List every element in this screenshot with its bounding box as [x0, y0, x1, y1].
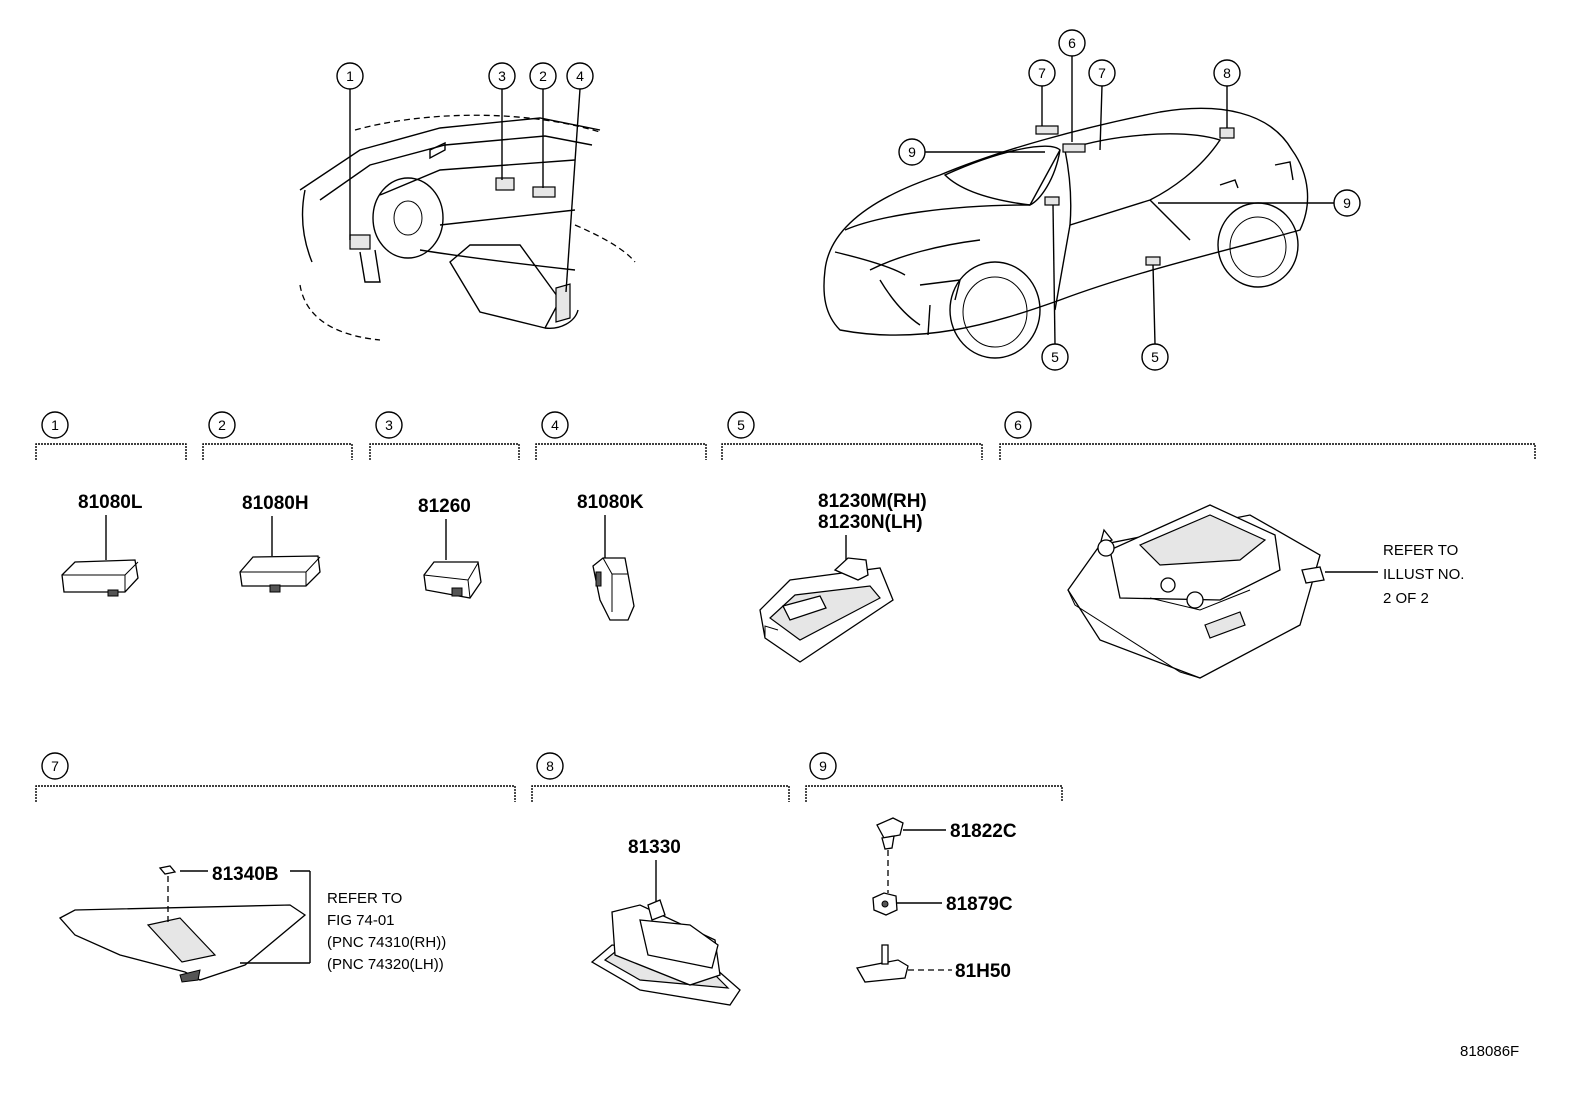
svg-text:9: 9: [908, 144, 916, 160]
svg-text:5: 5: [1151, 349, 1159, 365]
car-callouts: 6 7 7 8 9 9 5: [898, 29, 1361, 371]
section-5-part: 81230M(RH) 81230N(LH): [759, 491, 927, 663]
car-illustration: [823, 107, 1309, 359]
section-8-part: 81330: [590, 837, 741, 1006]
part-label-81080L: 81080L: [78, 492, 143, 513]
svg-text:5: 5: [737, 417, 745, 433]
svg-text:4: 4: [576, 68, 584, 84]
section-8-header: 8: [531, 752, 790, 802]
part-label-81230M: 81230M(RH): [818, 491, 927, 512]
part-label-81H50: 81H50: [955, 961, 1011, 982]
callout-6-car: 6: [1058, 29, 1086, 142]
section-1-part: 81080L: [61, 492, 143, 597]
callout-5-car-left: 5: [1041, 204, 1069, 371]
part-label-81822C: 81822C: [950, 821, 1017, 842]
section-3-part: 81260: [418, 496, 482, 599]
part-label-81879C: 81879C: [946, 894, 1013, 915]
part-label-81330: 81330: [628, 837, 681, 858]
section-9-parts: 81822C 81879C 81H50: [855, 817, 1017, 983]
svg-text:5: 5: [1051, 349, 1059, 365]
svg-text:6: 6: [1068, 35, 1076, 51]
svg-text:3: 3: [498, 68, 506, 84]
part-label-81230N: 81230N(LH): [818, 512, 923, 533]
refer-note-7-line3: (PNC 74310(RH)): [327, 934, 446, 951]
svg-text:9: 9: [819, 758, 827, 774]
section-9-header: 9: [805, 752, 1063, 802]
svg-text:2: 2: [218, 417, 226, 433]
section-2-header: 2: [202, 411, 353, 460]
section-4-part: 81080K: [577, 492, 644, 621]
callout-7-car-left: 7: [1028, 59, 1056, 126]
svg-text:7: 7: [51, 758, 59, 774]
svg-text:4: 4: [551, 417, 559, 433]
callout-8-car: 8: [1213, 59, 1241, 128]
callout-2-dash: 2: [529, 62, 557, 188]
svg-text:3: 3: [385, 417, 393, 433]
dashboard-illustration: [299, 114, 636, 341]
callout-9-car-left: 9: [898, 138, 1045, 166]
refer-note-7-line1: REFER TO: [327, 890, 402, 907]
callout-1-dash: 1: [336, 62, 364, 240]
refer-note-7-line2: FIG 74-01: [327, 912, 395, 929]
svg-text:8: 8: [546, 758, 554, 774]
figure-id: 818086F: [1460, 1043, 1519, 1060]
callout-5-car-right: 5: [1141, 264, 1169, 371]
svg-text:1: 1: [346, 68, 354, 84]
refer-note-7-line4: (PNC 74320(LH)): [327, 956, 444, 973]
section-7-part: 81340B REFER TO FIG 74-01 (PNC 74310(RH)…: [58, 864, 446, 983]
refer-note-6-line2: ILLUST NO.: [1383, 566, 1464, 583]
svg-text:2: 2: [539, 68, 547, 84]
svg-text:7: 7: [1098, 65, 1106, 81]
section-headers-row2: 7 8 9: [35, 752, 1063, 802]
svg-text:6: 6: [1014, 417, 1022, 433]
section-4-header: 4: [535, 411, 707, 460]
section-2-part: 81080H: [239, 493, 321, 593]
section-3-header: 3: [369, 411, 520, 460]
refer-note-6-line3: 2 OF 2: [1383, 590, 1429, 607]
section-6-header: 6: [999, 411, 1536, 460]
part-label-81260: 81260: [418, 496, 471, 517]
refer-note-6-line1: REFER TO: [1383, 542, 1458, 559]
section-7-header: 7: [35, 752, 516, 802]
svg-text:9: 9: [1343, 195, 1351, 211]
callout-4-dash: 4: [565, 62, 594, 293]
callout-7-car-right: 7: [1088, 59, 1116, 151]
callout-9-car-right: 9: [1158, 189, 1361, 217]
svg-text:7: 7: [1038, 65, 1046, 81]
section-headers-row1: 1 2 3 4 5 6: [35, 411, 1536, 460]
dash-callouts: 1 3 2 4: [336, 62, 594, 293]
section-6-part: REFER TO ILLUST NO. 2 OF 2: [1067, 504, 1464, 679]
svg-text:1: 1: [51, 417, 59, 433]
svg-text:8: 8: [1223, 65, 1231, 81]
section-1-header: 1: [35, 411, 187, 460]
part-label-81340B: 81340B: [212, 864, 279, 885]
section-5-header: 5: [721, 411, 983, 460]
part-label-81080K: 81080K: [577, 492, 644, 513]
part-label-81080H: 81080H: [242, 493, 309, 514]
callout-3-dash: 3: [488, 62, 516, 180]
